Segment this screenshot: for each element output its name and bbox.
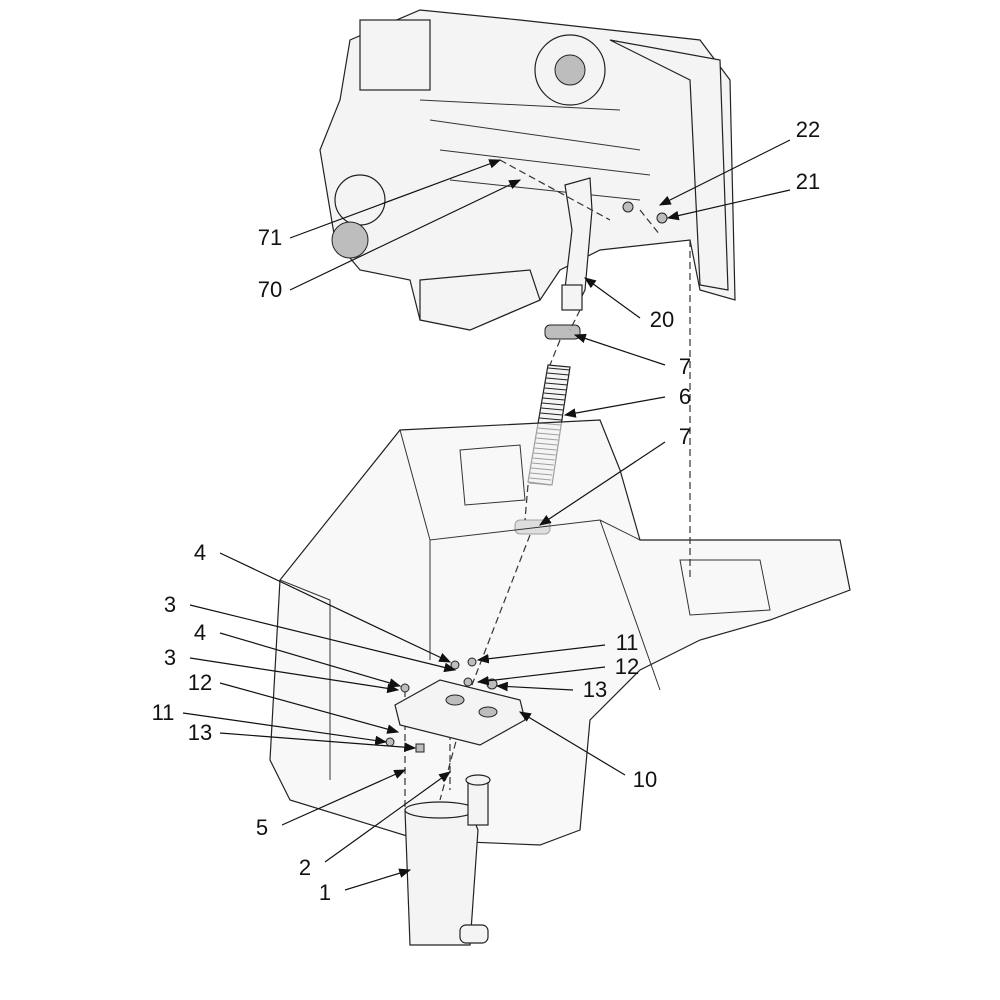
leader-line	[189, 604, 457, 673]
leader-line	[495, 681, 574, 692]
leader-line	[573, 333, 666, 366]
leader-line	[219, 732, 417, 752]
leader-line	[584, 277, 641, 319]
callout-label: 20	[649, 307, 675, 332]
leader-line	[289, 159, 502, 239]
callout-label: 12	[187, 670, 213, 695]
leader-line	[476, 644, 606, 664]
hose-rib	[544, 387, 567, 391]
chassis-frame	[269, 419, 851, 846]
leader-line	[289, 179, 522, 291]
callout-label: 13	[582, 677, 608, 702]
hose-rib	[539, 417, 562, 421]
callout-label: 22	[795, 117, 821, 142]
leader-line	[344, 868, 412, 891]
leader-line	[189, 657, 400, 694]
hose-rib	[542, 402, 565, 406]
callout-label: 70	[257, 277, 283, 302]
callout-label: 7	[678, 354, 692, 379]
leader-line	[539, 441, 666, 526]
callout-label: 10	[632, 767, 658, 792]
callout-label: 11	[615, 630, 639, 655]
callout-label: 5	[255, 815, 269, 840]
callout-label: 3	[163, 592, 177, 617]
hose-rib	[546, 377, 569, 381]
hose-rib	[547, 367, 571, 371]
hose-rib	[547, 372, 570, 376]
callout-label: 2	[298, 855, 312, 880]
clamp	[544, 324, 581, 340]
callout-label: 4	[193, 620, 207, 645]
leader-line	[563, 396, 666, 418]
leader-line	[324, 771, 451, 863]
leader-line	[219, 552, 452, 663]
callout-label: 6	[678, 384, 692, 409]
callout-label: 21	[795, 169, 821, 194]
leader-line	[666, 189, 791, 221]
callout-label: 13	[187, 720, 213, 745]
callout-label: 3	[163, 645, 177, 670]
hose-rib	[541, 407, 564, 411]
callout-label: 7	[678, 424, 692, 449]
leader-line	[658, 139, 791, 206]
hose-rib	[543, 392, 566, 396]
callout-label: 11	[151, 700, 175, 725]
engine-assembly	[319, 9, 736, 331]
callout-label: 71	[257, 225, 283, 250]
muffler	[404, 774, 491, 946]
callout-label: 12	[614, 654, 640, 679]
leader-line	[219, 632, 402, 688]
leader-line	[182, 712, 388, 746]
callout-label: 4	[193, 540, 207, 565]
leader-line	[518, 711, 626, 776]
callout-label: 1	[318, 880, 332, 905]
hose-rib	[540, 412, 563, 416]
hose-rib	[545, 382, 568, 386]
leader-line	[281, 769, 407, 826]
leader-line	[219, 682, 400, 734]
leader-line	[476, 666, 606, 686]
hose-rib	[542, 397, 565, 401]
